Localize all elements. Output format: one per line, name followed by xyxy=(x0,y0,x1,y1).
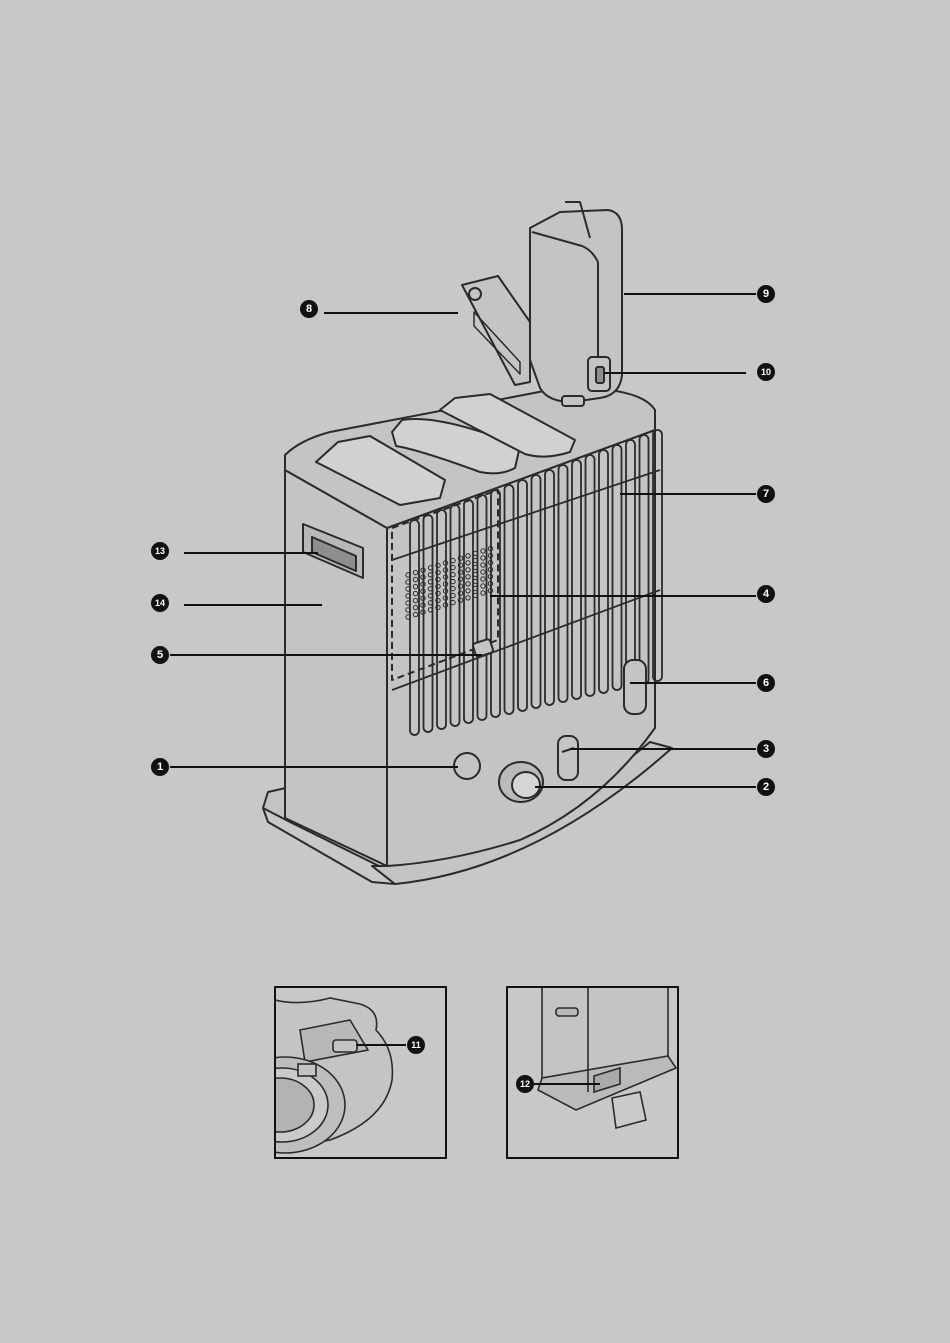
callout-10: 10 xyxy=(757,363,775,381)
heater-illustration xyxy=(263,388,672,884)
callout-2: 2 xyxy=(757,778,775,796)
callout-1: 1 xyxy=(151,758,169,776)
callout-14: 14 xyxy=(151,594,169,612)
callout-label-8: 8 xyxy=(306,303,312,315)
callout-7: 7 xyxy=(757,485,775,503)
callout-label-2: 2 xyxy=(763,781,769,793)
callout-4: 4 xyxy=(757,585,775,603)
callout-label-12: 12 xyxy=(520,1079,530,1089)
detail-inset-burner: 11 xyxy=(225,987,446,1158)
callout-9: 9 xyxy=(757,285,775,303)
callout-6: 6 xyxy=(757,674,775,692)
callout-label-9: 9 xyxy=(763,288,769,300)
detail-inset-battery: 12 xyxy=(507,985,678,1158)
callout-label-11: 11 xyxy=(411,1040,421,1050)
callout-13: 13 xyxy=(151,542,169,560)
fuel-gauge-shape xyxy=(558,736,578,780)
front-slot-shape xyxy=(624,660,646,714)
callout-label-10: 10 xyxy=(761,367,771,377)
callout-label-3: 3 xyxy=(763,743,769,755)
callout-label-7: 7 xyxy=(763,488,769,500)
wick-clip-shape xyxy=(333,1040,357,1052)
callout-label-4: 4 xyxy=(763,588,770,600)
callout-3: 3 xyxy=(757,740,775,758)
callout-8: 8 xyxy=(300,300,318,318)
side-casing-shape xyxy=(285,470,387,866)
callout-5: 5 xyxy=(151,646,169,664)
fuel-tank-illustration xyxy=(462,202,622,406)
callout-label-6: 6 xyxy=(763,677,769,689)
callout-11: 11 xyxy=(407,1036,425,1054)
callout-label-13: 13 xyxy=(155,546,165,556)
callout-label-1: 1 xyxy=(157,761,163,773)
callout-label-5: 5 xyxy=(157,649,163,661)
callout-label-14: 14 xyxy=(155,598,165,608)
callout-12: 12 xyxy=(516,1075,534,1093)
